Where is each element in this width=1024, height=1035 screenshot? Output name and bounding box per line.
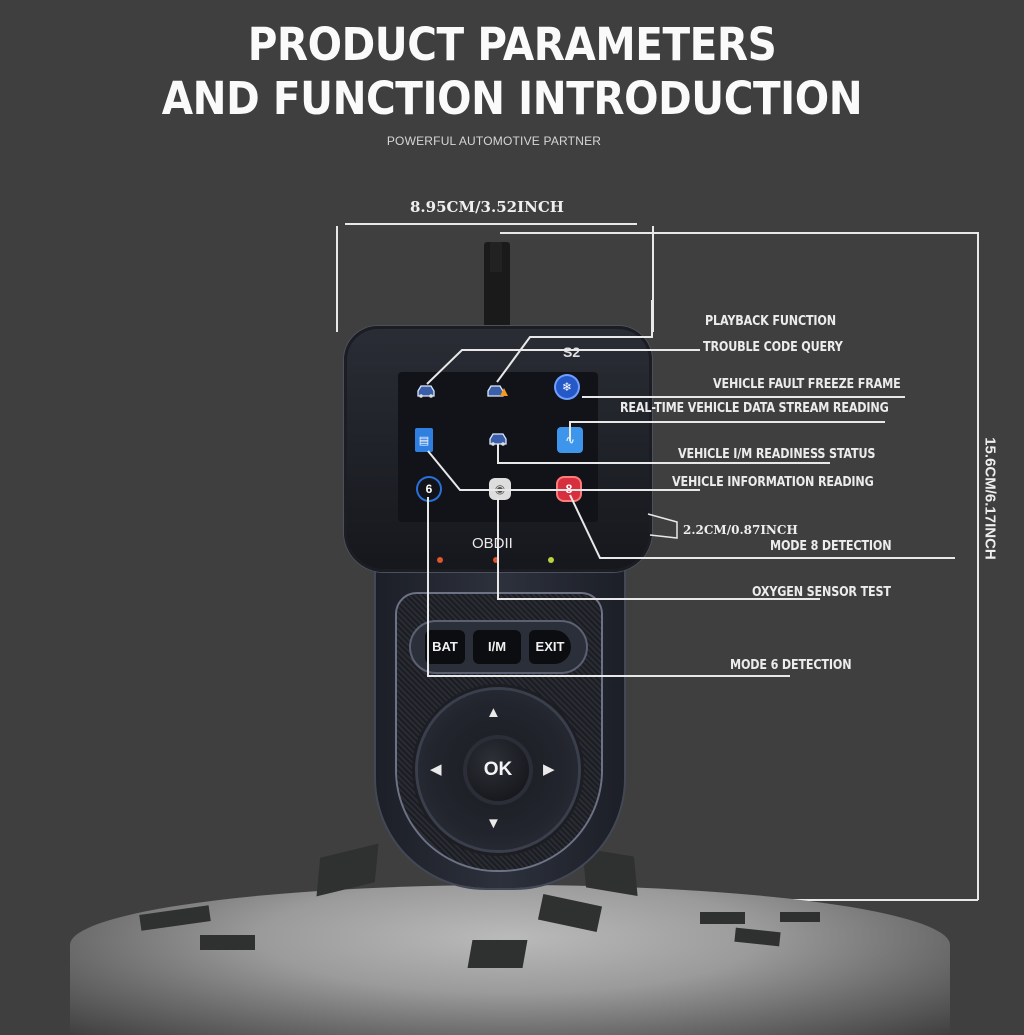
- ok-button[interactable]: OK: [467, 739, 529, 801]
- im-readiness-icon[interactable]: ▤: [415, 428, 433, 452]
- width-dimension-label: 8.95CM/3.52INCH: [410, 198, 564, 216]
- feature-vehicle-info: VEHICLE INFORMATION READING: [672, 475, 874, 490]
- screen-header: S2: [563, 344, 581, 360]
- up-arrow-button[interactable]: ▲: [486, 704, 501, 721]
- height-top-line: [500, 232, 978, 234]
- exit-button[interactable]: EXIT: [529, 630, 571, 664]
- mode6-icon[interactable]: 6: [418, 478, 440, 500]
- width-left-extent-line: [336, 226, 338, 332]
- function-button-row: BAT I/M EXIT: [411, 622, 586, 672]
- im-button[interactable]: I/M: [473, 630, 521, 664]
- rock: [700, 912, 745, 924]
- down-arrow-button[interactable]: ▼: [486, 815, 501, 832]
- feature-mode8: MODE 8 DETECTION: [770, 539, 892, 554]
- cable-wire: [490, 242, 502, 272]
- led-green: [548, 557, 554, 563]
- width-dimension-line: [345, 223, 637, 225]
- feature-im-readiness: VEHICLE I/M READINESS STATUS: [678, 447, 876, 462]
- left-arrow-button[interactable]: ◀: [430, 761, 442, 778]
- feature-mode6: MODE 6 DETECTION: [730, 658, 852, 673]
- rock: [780, 912, 820, 922]
- title-line-1: PRODUCT PARAMETERS: [247, 18, 777, 71]
- trouble-code-car-icon[interactable]: [487, 380, 509, 402]
- bat-button[interactable]: BAT: [425, 630, 465, 664]
- led-red: [437, 557, 443, 563]
- feature-freeze-frame: VEHICLE FAULT FREEZE FRAME: [713, 377, 901, 392]
- freeze-frame-icon[interactable]: ❄: [556, 376, 578, 398]
- feature-playback: PLAYBACK FUNCTION: [705, 314, 836, 329]
- playback-car-icon[interactable]: [415, 380, 437, 402]
- feature-data-stream: REAL-TIME VEHICLE DATA STREAM READING: [620, 401, 889, 416]
- obdii-label: OBDII: [472, 535, 513, 552]
- title-line-2: AND FUNCTION INTRODUCTION: [161, 72, 863, 125]
- feature-oxygen-sensor: OXYGEN SENSOR TEST: [752, 585, 891, 600]
- feature-trouble-code: TROUBLE CODE QUERY: [703, 340, 843, 355]
- led-orange: [493, 557, 499, 563]
- right-arrow-button[interactable]: ▶: [543, 761, 555, 778]
- subtitle: POWERFUL AUTOMOTIVE PARTNER: [386, 134, 602, 148]
- data-stream-car-icon[interactable]: [487, 428, 509, 450]
- height-dimension-line: [977, 232, 979, 900]
- width-right-extent-line: [652, 226, 654, 332]
- screen-dimension-label: 2.2CM/0.87INCH: [683, 523, 798, 537]
- rock: [200, 935, 255, 950]
